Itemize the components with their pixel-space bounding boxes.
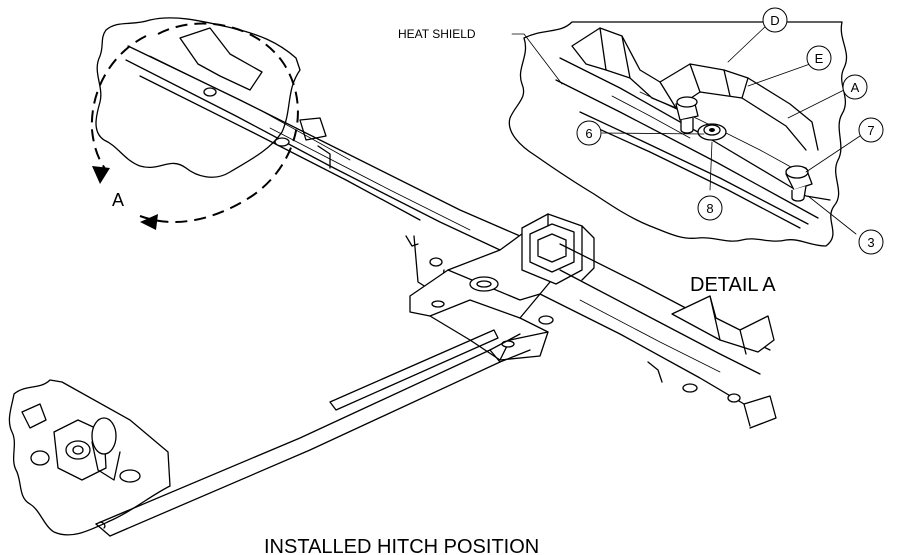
svg-text:8: 8 — [706, 201, 713, 216]
svg-text:A: A — [851, 80, 860, 95]
callout-a: A — [842, 74, 868, 100]
detail-nut-washer — [697, 123, 727, 141]
callout-e: E — [806, 45, 832, 71]
svg-text:6: 6 — [585, 126, 592, 141]
installed-caption: INSTALLED HITCH POSITION — [264, 536, 539, 555]
detail-bolt-upper — [675, 96, 699, 134]
svg-text:7: 7 — [867, 123, 874, 138]
detail-a-arrow-arc — [90, 35, 147, 171]
receiver-tube — [521, 213, 595, 285]
extension-bar — [95, 329, 531, 537]
arrow-head-left — [92, 166, 110, 184]
lower-frame-cutaway — [8, 379, 171, 536]
detail-bolt-lower — [785, 165, 813, 202]
detail-a-view: D E A 7 6 8 3 HEAT SHIELD DETAIL A — [398, 7, 884, 296]
upper-frame-cutaway — [95, 17, 301, 178]
detail-bracket — [571, 27, 749, 109]
svg-text:E: E — [815, 51, 824, 66]
detail-a-title: DETAIL A — [690, 274, 776, 296]
callout-d: D — [762, 7, 788, 33]
callout-3: 3 — [858, 229, 884, 255]
detail-leader-lines — [511, 23, 861, 235]
heat-shield-label: HEAT SHIELD — [398, 27, 476, 41]
callout-7: 7 — [858, 117, 884, 143]
frame-rail-upper — [125, 27, 521, 297]
frame-rail-right — [539, 243, 777, 429]
hitch-assembly-view: A — [8, 17, 777, 537]
view-marker-a: A — [112, 190, 124, 210]
svg-text:3: 3 — [867, 235, 874, 250]
svg-text:D: D — [770, 13, 779, 28]
detail-a-circle — [139, 22, 299, 223]
arrow-head-bottom — [140, 214, 158, 230]
callout-8: 8 — [697, 195, 723, 221]
callout-6: 6 — [576, 120, 602, 146]
